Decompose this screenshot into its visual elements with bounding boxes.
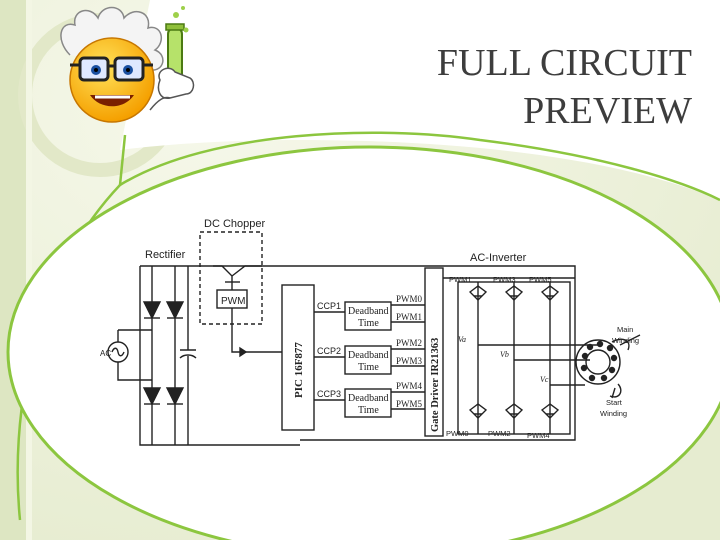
vb-label: Vb xyxy=(500,350,509,359)
gate-driver-block xyxy=(424,267,444,437)
deadband-2-label: Deadband xyxy=(348,350,389,361)
dc-chopper-label: DC Chopper xyxy=(204,218,265,230)
pwm0-bot-label: PWM0 xyxy=(446,429,469,438)
pwm2-bot-label: PWM2 xyxy=(488,429,511,438)
circuit-diagram: DC Chopper Rectifier AC-Inverter PWM xyxy=(100,218,641,446)
pwm1-in-label: PWM1 xyxy=(396,312,422,322)
pwm5-in-label: PWM5 xyxy=(396,399,423,409)
time-3-label: Time xyxy=(358,405,379,416)
vc-label: Vc xyxy=(540,375,549,384)
pwm1-top-label: PWM1 xyxy=(449,275,472,284)
pwm3-in-label: PWM3 xyxy=(396,356,423,366)
ccp3-label: CCP3 xyxy=(317,389,341,399)
deadband-3-label: Deadband xyxy=(348,393,389,404)
pwm3-top-label: PWM3 xyxy=(493,275,516,284)
main-winding-line2: Winding xyxy=(612,336,639,345)
title-line-2: PREVIEW xyxy=(523,90,692,132)
pwm4-in-label: PWM4 xyxy=(396,381,423,391)
pwm2-in-label: PWM2 xyxy=(396,338,422,348)
gate-driver-label: Gate Driver IR21363 xyxy=(430,338,441,432)
content-oval xyxy=(6,145,720,540)
ccp1-label: CCP1 xyxy=(317,301,341,311)
main-winding-line1: Main xyxy=(617,325,633,334)
pwm4-bot-label: PWM4 xyxy=(527,431,550,440)
pic-block xyxy=(281,284,315,431)
pwm5-top-label: PWM5 xyxy=(529,275,552,284)
time-2-label: Time xyxy=(358,362,379,373)
ac-source-label: AC xyxy=(100,349,111,358)
start-winding-line2: Winding xyxy=(600,409,627,418)
motor-icon xyxy=(575,334,641,399)
rectifier-label: Rectifier xyxy=(145,249,186,261)
deadband-1-label: Deadband xyxy=(348,306,389,317)
pic-label: PIC 16F877 xyxy=(293,342,305,398)
va-label: Va xyxy=(458,335,466,344)
dc-chopper-box xyxy=(199,231,263,325)
ccp2-label: CCP2 xyxy=(317,346,341,356)
header-curve xyxy=(120,0,720,200)
pwm-box-label: PWM xyxy=(221,296,245,307)
pwm0-in-label: PWM0 xyxy=(396,294,423,304)
rectifier-diodes xyxy=(142,301,185,406)
start-winding-line1: Start xyxy=(606,398,623,407)
ac-inverter-label: AC-Inverter xyxy=(470,252,527,264)
inverter-bottom-switches xyxy=(468,403,560,419)
title-line-1: FULL CIRCUIT xyxy=(437,42,692,84)
inverter-top-switches xyxy=(468,285,560,301)
scientist-mascot-icon xyxy=(60,6,195,123)
time-1-label: Time xyxy=(358,318,379,329)
